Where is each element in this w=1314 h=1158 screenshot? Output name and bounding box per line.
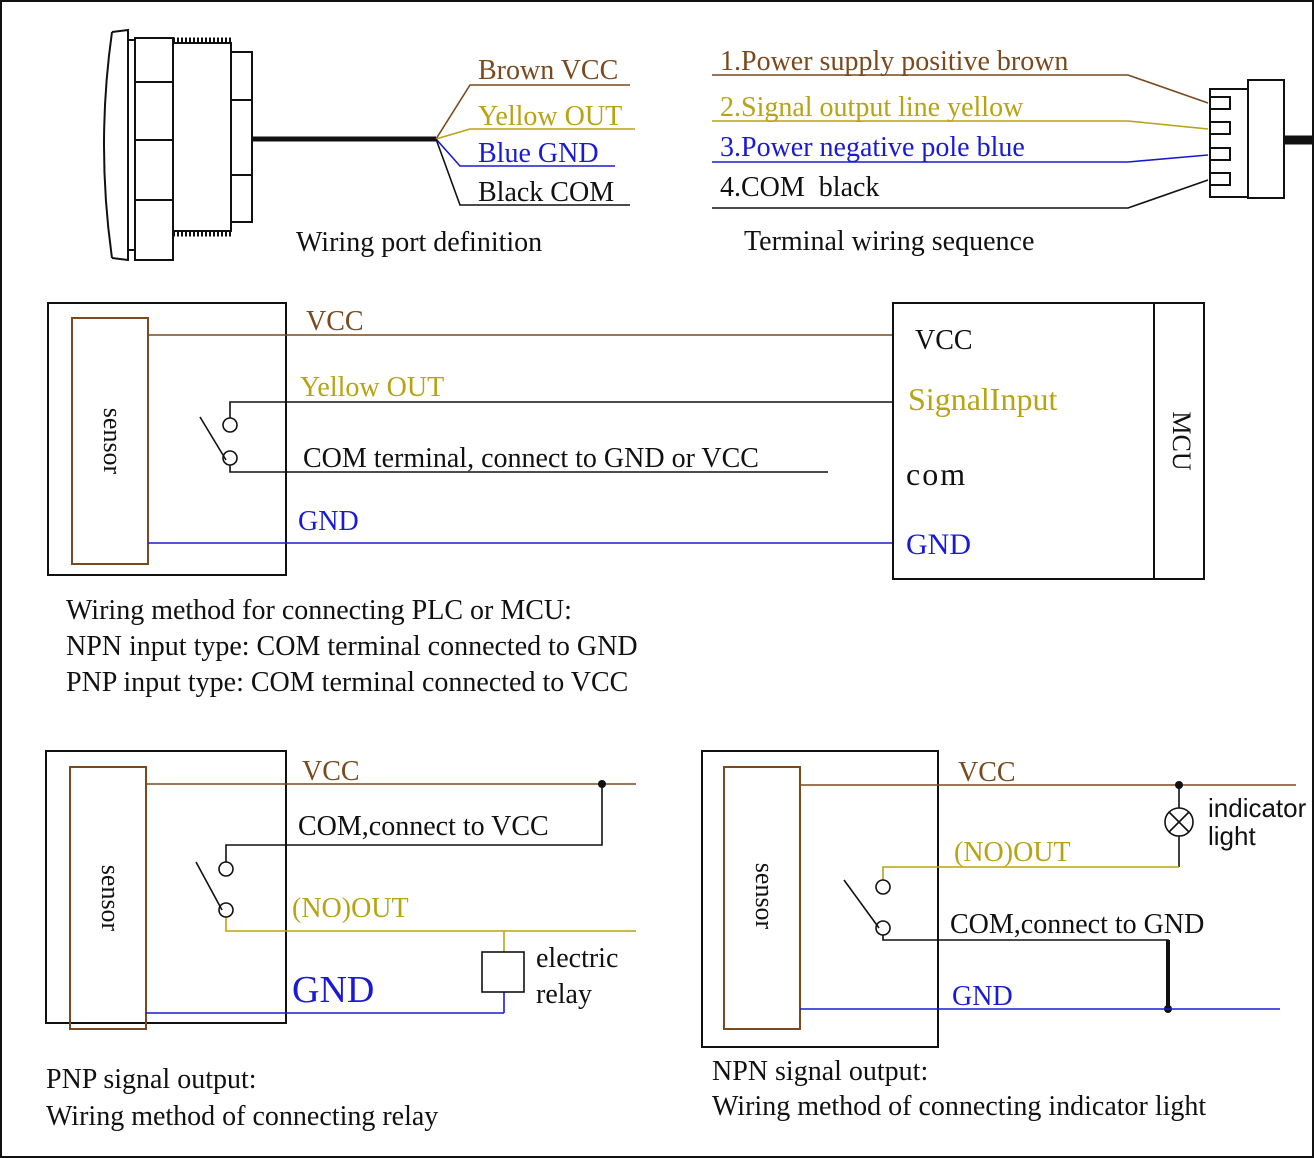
- pnp-vcc-wire-label: VCC: [302, 756, 360, 787]
- pnp-gnd-wire-label: GND: [292, 969, 374, 1011]
- mcu-caption-line-2: NPN input type: COM terminal connected t…: [66, 631, 638, 662]
- port-wire-fan: [435, 84, 635, 206]
- mcu-label: MCU: [1167, 411, 1196, 470]
- pnp-sensor-box: [45, 750, 287, 1024]
- npn-gnd-wire-label: GND: [952, 981, 1013, 1012]
- npn-sensor-label: sensor: [750, 863, 779, 930]
- npn-vcc-wire-label: VCC: [958, 757, 1016, 788]
- port-wire-yellow-label: Yellow OUT: [478, 101, 622, 132]
- port-definition-caption: Wiring port definition: [296, 227, 542, 258]
- mcu-caption-line-1: Wiring method for connecting PLC or MCU:: [66, 595, 572, 626]
- indicator-light-icon: [1164, 807, 1194, 837]
- mcu-out-wire-label: Yellow OUT: [300, 372, 444, 403]
- pnp-com-wire-label: COM,connect to VCC: [298, 811, 549, 842]
- pnp-caption-line-1: PNP signal output:: [46, 1064, 257, 1095]
- mcu-com-wire: [229, 463, 828, 473]
- mcu-vcc-wire-label: VCC: [306, 306, 364, 337]
- npn-com-wire: [882, 932, 1169, 1009]
- terminal-connector: [1209, 79, 1285, 199]
- mcu-diagram: sensor VCC Yellow OUT COM terminal, conn…: [47, 302, 1205, 698]
- mcu-switch-blade: [199, 416, 227, 461]
- terminal-wire-3-label: 3.Power negative pole blue: [720, 132, 1025, 163]
- mcu-gnd-wire-label: GND: [298, 506, 359, 537]
- port-wire-blue-label: Blue GND: [478, 138, 599, 169]
- mcu-switch-contact-top: [222, 417, 238, 433]
- mcu-switch-contact-bottom: [222, 450, 238, 466]
- mcu-out-wire: [229, 401, 893, 419]
- mcu-pin-signal: SignalInput: [908, 381, 1057, 417]
- sensor-face: [103, 31, 113, 259]
- pnp-sensor-element: [69, 766, 147, 1030]
- pnp-relay-label-2: relay: [536, 979, 592, 1010]
- pnp-out-wire: [225, 904, 636, 932]
- mcu-com-wire-label: COM terminal, connect to GND or VCC: [303, 443, 759, 474]
- npn-switch-contact-bottom: [875, 920, 891, 936]
- terminal-wire-1-label: 1.Power supply positive brown: [720, 46, 1068, 77]
- pnp-caption-line-2: Wiring method of connecting relay: [46, 1101, 438, 1132]
- pnp-switch-blade: [195, 861, 223, 911]
- terminal-sequence-caption: Terminal wiring sequence: [744, 226, 1034, 257]
- mcu-sensor-label: sensor: [98, 408, 127, 475]
- terminal-wire-2-label: 2.Signal output line yellow: [720, 92, 1024, 123]
- mcu-box: [892, 302, 1205, 580]
- npn-caption-line-2: Wiring method of connecting indicator li…: [712, 1091, 1206, 1122]
- mcu-pin-com: com: [906, 456, 967, 492]
- npn-out-wire: [882, 866, 1179, 881]
- terminal-wire-4-label: 4.COM black: [720, 172, 879, 203]
- npn-sensor-element: [723, 766, 801, 1030]
- mcu-pin-gnd: GND: [906, 528, 971, 561]
- port-wire-brown-label: Brown VCC: [478, 55, 618, 86]
- mcu-caption-line-3: PNP input type: COM terminal connected t…: [66, 667, 628, 698]
- npn-out-wire-label: (NO)OUT: [954, 837, 1071, 868]
- pnp-switch-contact-bottom: [218, 902, 234, 918]
- npn-switch-contact-top: [875, 879, 891, 895]
- pnp-out-wire-label: (NO)OUT: [292, 893, 409, 924]
- npn-caption-line-1: NPN signal output:: [712, 1056, 928, 1087]
- npn-diagram: sensor VCC indicator light (NO)OUT COM,c…: [701, 750, 1307, 1122]
- pnp-relay-icon: [481, 951, 525, 993]
- pnp-com-wire: [225, 784, 603, 863]
- npn-sensor-box: [701, 750, 939, 1048]
- terminal-wires: [712, 74, 1209, 209]
- mcu-pin-vcc: VCC: [915, 325, 973, 356]
- pnp-sensor-label: sensor: [96, 865, 125, 932]
- mcu-sensor-box: [47, 302, 287, 576]
- npn-com-wire-label: COM,connect to GND: [950, 909, 1204, 940]
- pnp-diagram: sensor VCC COM,connect to VCC (NO)OUT GN…: [45, 750, 636, 1132]
- pnp-switch-contact-top: [218, 861, 234, 877]
- port-wire-black-label: Black COM: [478, 177, 614, 208]
- mcu-sensor-element: [71, 317, 149, 565]
- npn-light-label-2: light: [1208, 821, 1256, 851]
- pnp-relay-label-1: electric: [536, 943, 618, 974]
- sensor-side-view: [103, 28, 253, 262]
- npn-light-label-1: indicator: [1208, 793, 1307, 823]
- npn-switch-blade: [843, 879, 880, 929]
